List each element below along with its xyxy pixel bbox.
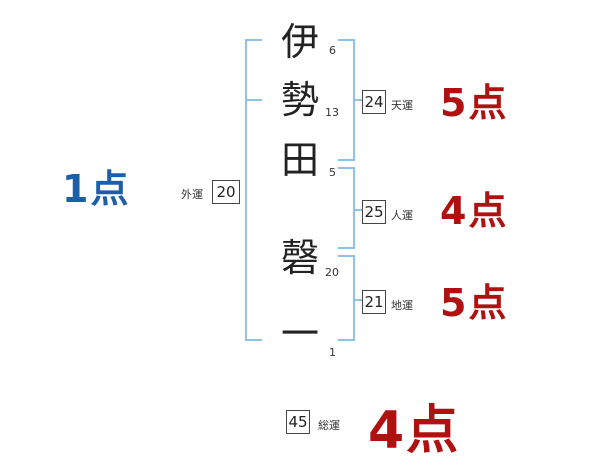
stroke-count-2: 13 [325, 106, 339, 119]
jinun-value-box: 25 [362, 200, 386, 224]
jinun-score: 4点 [440, 189, 509, 233]
tenun-label: 天運 [391, 99, 413, 112]
name-char-5: 一 [280, 312, 319, 356]
tenun-score: 5点 [440, 81, 509, 125]
souun-label: 総運 [318, 419, 340, 432]
chiun-value-box: 21 [362, 290, 386, 314]
name-char-1: 伊 [280, 20, 319, 64]
tenun-value-box: 24 [362, 90, 386, 114]
gaiun-label: 外運 [181, 188, 203, 201]
gaiun-score: 1点 [62, 167, 131, 211]
chiun-bracket [338, 255, 355, 341]
name-char-4: 磬 [280, 236, 319, 280]
stroke-count-1: 6 [329, 44, 336, 57]
chiun-score: 5点 [440, 281, 509, 325]
tenun-bracket [338, 39, 355, 161]
souun-score: 4点 [368, 401, 461, 461]
stroke-count-4: 20 [325, 266, 339, 279]
gaiun-bracket [245, 39, 262, 341]
jinun-label: 人運 [391, 209, 413, 222]
souun-value-box: 45 [286, 410, 310, 434]
stroke-count-5: 1 [329, 346, 336, 359]
jinun-bracket [338, 167, 355, 249]
gaiun-value-box: 20 [212, 180, 240, 204]
chiun-label: 地運 [391, 299, 413, 312]
stroke-count-3: 5 [329, 166, 336, 179]
name-char-3: 田 [280, 138, 319, 182]
name-char-2: 勢 [280, 78, 319, 122]
